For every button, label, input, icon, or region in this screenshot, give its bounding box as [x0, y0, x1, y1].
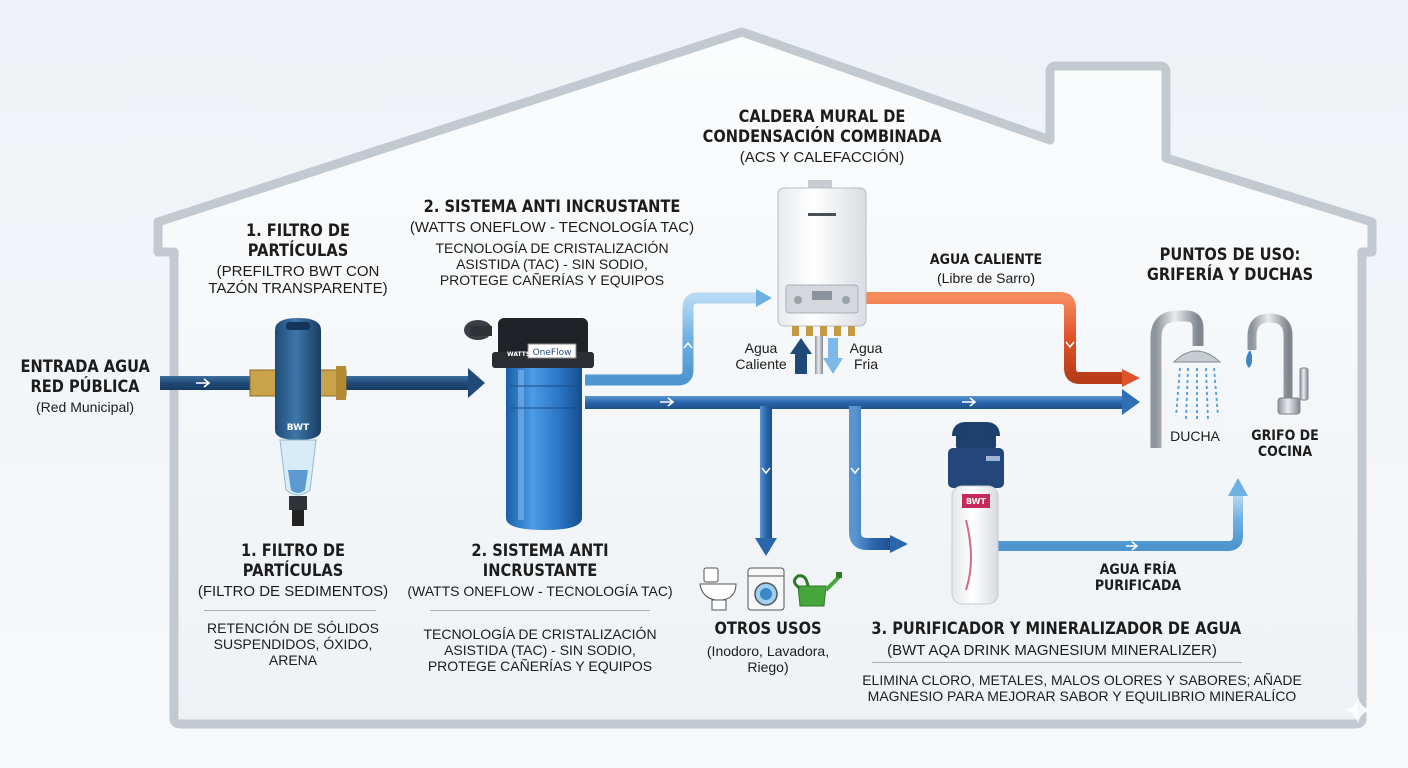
filtro-top-sub-l2: TAZÓN TRANSPARENTE)	[208, 280, 388, 298]
sparkle-icon	[1344, 696, 1372, 724]
caldera-agua-caliente-l1: Agua	[744, 340, 778, 356]
caldera-agua-caliente: Agua Caliente	[726, 340, 796, 372]
puntos-title-l1: PUNTOS DE USO:	[1159, 245, 1301, 265]
purificador-label: 3. PURIFICADOR Y MINERALIZADOR DE AGUA (…	[842, 619, 1262, 659]
agua-caliente-sub: (Libre de Sarro)	[936, 270, 1036, 287]
filtro-bottom-title-l2: PARTÍCULAS	[242, 560, 344, 581]
filtro-top-title-l2: PARTÍCULAS	[247, 240, 349, 261]
anti-top-title: 2. SISTEMA ANTI INCRUSTANTE	[423, 197, 681, 217]
entrada-title-l1: ENTRADA AGUA	[20, 357, 150, 377]
filtro-bottom-desc: RETENCIÓN DE SÓLIDOS SUSPENDIDOS, ÓXIDO,…	[188, 620, 398, 668]
anti-bottom-title-l2: INCRUSTANTE	[482, 560, 598, 581]
agua-fria-purificada-label: AGUA FRÍA PURIFICADA	[1068, 562, 1208, 594]
anti-top-desc-l1: TECNOLOGÍA DE CRISTALIZACIÓN	[435, 239, 669, 256]
filtro-top-title-l1: 1. FILTRO DE	[245, 221, 351, 241]
purificador-desc-l2: MAGNESIO PARA MEJORAR SABOR Y EQUILIBRIO…	[867, 688, 1297, 705]
purificador-divider	[872, 662, 1242, 663]
caldera-agua-fria-l2: Fria	[853, 356, 879, 373]
purificador-title: 3. PURIFICADOR Y MINERALIZADOR DE AGUA	[871, 619, 1242, 639]
caldera-title-l1: CALDERA MURAL DE	[738, 107, 906, 127]
filtro-bottom-title-l1: 1. FILTRO DE	[240, 541, 346, 561]
grifo-label: GRIFO DE COCINA	[1240, 428, 1330, 460]
filtro-bottom-desc-l3: ARENA	[268, 652, 318, 669]
pipe-filter-to-tac	[340, 368, 485, 398]
filtro-bottom-desc-l2: SUSPENDIDOS, ÓXIDO,	[213, 636, 373, 653]
anti-bottom-desc-l3: PROTEGE CAÑERÍAS Y EQUIPOS	[427, 658, 653, 675]
filtro-bottom-divider	[204, 610, 376, 611]
kitchen-faucet-icon	[1246, 313, 1309, 415]
pipe-purified-water	[998, 478, 1248, 551]
agua-fria-purificada-l1: AGUA FRÍA	[1099, 562, 1177, 578]
washing-machine-icon	[747, 567, 785, 611]
bwt-prefilter-device: BWT	[249, 318, 347, 526]
purificador-sub: (BWT AQA DRINK MAGNESIUM MINERALIZER)	[887, 641, 1217, 659]
anti-bottom-title-l1: 2. SISTEMA ANTI	[471, 541, 609, 561]
otros-usos-sub-l1: (Inodoro, Lavadora,	[706, 642, 830, 659]
agua-caliente-label: AGUA CALIENTE (Libre de Sarro)	[906, 252, 1066, 286]
purificador-desc: ELIMINA CLORO, METALES, MALOS OLORES Y S…	[842, 672, 1322, 704]
pipe-to-otros-usos	[755, 406, 777, 556]
anti-top-sub: (WATTS ONEFLOW - TECNOLOGÍA TAC)	[409, 218, 695, 236]
filtro-top-sub-l1: (PREFILTRO BWT CON	[216, 263, 380, 281]
toilet-icon	[699, 567, 737, 611]
anti-bottom-divider	[430, 610, 650, 611]
otros-usos-label: OTROS USOS (Inodoro, Lavadora, Riego)	[688, 619, 848, 675]
filtro-bottom-sub: (FILTRO DE SEDIMENTOS)	[197, 583, 389, 601]
caldera-agua-fria-l1: Agua	[849, 340, 883, 356]
anti-bottom-desc-l2: ASISTIDA (TAC) - SIN SODIO,	[444, 642, 636, 659]
anti-top-desc-l3: PROTEGE CAÑERÍAS Y EQUIPOS	[439, 271, 665, 288]
anti-top-desc-l2: ASISTIDA (TAC) - SIN SODIO,	[456, 255, 648, 272]
agua-caliente-title: AGUA CALIENTE	[929, 252, 1043, 268]
boiler-device	[777, 180, 867, 374]
anti-top-label: 2. SISTEMA ANTI INCRUSTANTE (WATTS ONEFL…	[382, 197, 722, 288]
caldera-agua-fria: Agua Fria	[840, 340, 892, 372]
watering-can-icon	[793, 572, 842, 607]
anti-bottom-sub: (WATTS ONEFLOW - TECNOLOGÍA TAC)	[407, 583, 673, 600]
anti-bottom-desc-l1: TECNOLOGÍA DE CRISTALIZACIÓN	[423, 626, 657, 642]
entrada-title-l2: RED PÚBLICA	[30, 376, 140, 397]
pipe-hot-water	[866, 292, 1140, 387]
purificador-desc-l1: ELIMINA CLORO, METALES, MALOS OLORES Y S…	[862, 672, 1302, 688]
entrada-label: ENTRADA AGUA RED PÚBLICA (Red Municipal)	[10, 357, 160, 416]
otros-usos-title: OTROS USOS	[714, 619, 822, 639]
agua-fria-purificada-l2: PURIFICADA	[1094, 578, 1182, 595]
caldera-agua-caliente-l2: Caliente	[735, 356, 787, 373]
purifier-device: BWT	[948, 422, 1004, 605]
caldera-title-l2: CONDENSACIÓN COMBINADA	[702, 126, 942, 147]
puntos-title-l2: GRIFERÍA Y DUCHAS	[1146, 264, 1314, 285]
caldera-sub: (ACS Y CALEFACCIÓN)	[739, 149, 905, 167]
oneflow-device: OneFlow WATTS	[464, 318, 594, 530]
filtro-bottom-desc-l1: RETENCIÓN DE SÓLIDOS	[207, 620, 379, 636]
caldera-label: CALDERA MURAL DE CONDENSACIÓN COMBINADA …	[682, 107, 962, 167]
otros-usos-sub-l2: Riego)	[747, 658, 789, 675]
anti-bottom-label: 2. SISTEMA ANTI INCRUSTANTE (WATTS ONEFL…	[405, 541, 675, 600]
oneflow-logo: OneFlow	[533, 348, 572, 358]
filtro-top-label: 1. FILTRO DE PARTÍCULAS (PREFILTRO BWT C…	[198, 221, 398, 298]
entrada-sub: (Red Municipal)	[35, 399, 135, 416]
purifier-logo: BWT	[966, 497, 986, 506]
filtro-bottom-label: 1. FILTRO DE PARTÍCULAS (FILTRO DE SEDIM…	[188, 541, 398, 601]
anti-bottom-desc: TECNOLOGÍA DE CRISTALIZACIÓN ASISTIDA (T…	[405, 626, 675, 674]
watts-logo: WATTS	[507, 351, 530, 358]
bwt-logo: BWT	[287, 423, 310, 433]
pipe-to-purifier	[849, 406, 908, 553]
ducha-label: DUCHA	[1170, 428, 1220, 444]
puntos-label: PUNTOS DE USO: GRIFERÍA Y DUCHAS	[1120, 245, 1340, 285]
grifo-l2: COCINA	[1257, 444, 1313, 461]
pipe-main-blue	[585, 389, 1140, 415]
pipe-to-boiler	[585, 289, 772, 386]
grifo-l1: GRIFO DE	[1251, 428, 1319, 444]
shower-icon	[1150, 310, 1222, 448]
